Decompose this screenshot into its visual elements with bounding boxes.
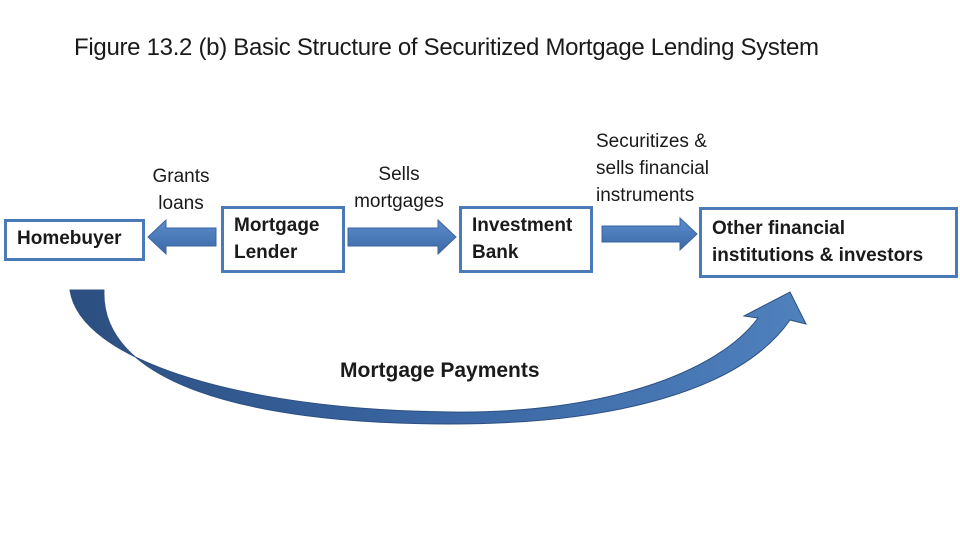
node-other-institutions: Other financial institutions & investors [699, 207, 958, 278]
node-mortgage-lender-line-2: Lender [234, 242, 298, 263]
edge-label-securitizes-line-3: instruments [596, 185, 695, 206]
edge-label-sells-mortgages: Sells mortgages [340, 161, 458, 215]
arrow-sells-mortgages [347, 218, 457, 256]
node-other-institutions-line-1: Other financial [712, 218, 846, 239]
edge-label-grants-loans: Grants loans [138, 163, 224, 217]
arrow-grants-loans [147, 218, 217, 256]
mortgage-payments-label: Mortgage Payments [340, 359, 540, 382]
edge-label-securitizes-line-1: Securitizes & [596, 131, 707, 152]
node-mortgage-lender-line-1: Mortgage [234, 215, 320, 236]
edge-label-sells-line-1: Sells [378, 164, 420, 185]
edge-label-grants-line-1: Grants [152, 166, 210, 187]
edge-label-securitizes: Securitizes & sells financial instrument… [596, 128, 709, 209]
node-other-institutions-line-2: institutions & investors [712, 245, 924, 266]
edge-label-sells-line-2: mortgages [354, 191, 444, 212]
node-investment-bank-line-1: Investment [472, 215, 573, 236]
arrow-mortgage-payments [69, 289, 807, 425]
arrow-securitizes [601, 216, 698, 252]
edge-label-securitizes-line-2: sells financial [596, 158, 709, 179]
node-mortgage-lender: Mortgage Lender [221, 206, 345, 273]
node-investment-bank-line-2: Bank [472, 242, 519, 263]
figure-title: Figure 13.2 (b) Basic Structure of Secur… [74, 34, 819, 61]
node-investment-bank: Investment Bank [459, 206, 593, 273]
node-homebuyer: Homebuyer [4, 219, 145, 261]
node-homebuyer-line-1: Homebuyer [17, 228, 122, 249]
edge-label-grants-line-2: loans [158, 193, 204, 214]
